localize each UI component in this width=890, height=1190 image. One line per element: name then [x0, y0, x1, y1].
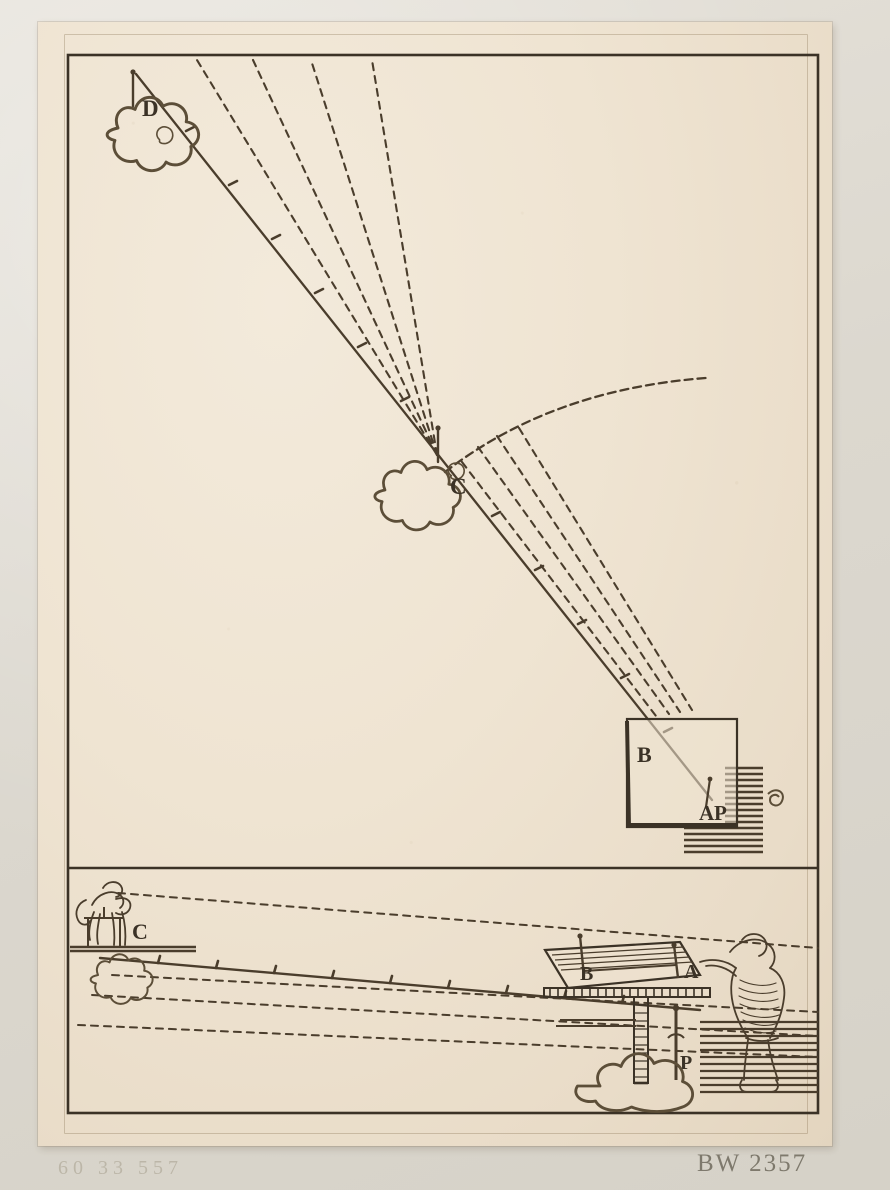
board-hatching-bottom [684, 826, 763, 854]
table-top-ruling [551, 946, 694, 971]
cloud-right-lower [574, 1052, 695, 1113]
sight-line-d-to-a [134, 72, 714, 802]
label-p-upper: P [714, 801, 727, 825]
pin-at-a-upper [704, 776, 713, 809]
station-point-d: D [105, 68, 201, 173]
table-uprights [577, 933, 680, 979]
pencil-inscription-left: 60 33 557 [58, 1157, 183, 1179]
pencil-inscription-right: BW 2357 [697, 1150, 808, 1177]
ground-strip-left [70, 945, 196, 953]
table-legs [633, 996, 649, 1085]
label-d-upper: D [142, 96, 159, 121]
board-left-edge [625, 720, 631, 828]
dashed-rays-lower [77, 892, 819, 1058]
label-b-lower: B [580, 963, 593, 985]
label-a-upper: A [699, 801, 715, 825]
table-apron [543, 987, 711, 998]
lower-panel: C [70, 881, 819, 1113]
label-c-upper: C [450, 474, 467, 499]
figure-right [699, 933, 786, 1093]
drafting-table-lower: B A P [543, 933, 711, 1085]
hook-curl-right [767, 789, 784, 807]
apron-dentils [549, 988, 703, 997]
label-p-lower: P [680, 1052, 692, 1074]
plumb-pin-p [667, 1004, 685, 1080]
dashed-rays-from-c [460, 426, 694, 718]
ground-hatching-center [556, 1019, 636, 1027]
dashed-rays-from-d [195, 58, 439, 457]
label-a-lower: A [684, 961, 699, 983]
engraved-border-frame [66, 53, 820, 1115]
station-c-lower: C [70, 881, 196, 1005]
label-c-lower: C [132, 919, 148, 944]
station-point-c-upper: C [373, 424, 467, 532]
sight-line-lower [98, 954, 702, 1012]
upper-panel: D C [105, 58, 784, 854]
drawing-board-upper: B A P [625, 717, 784, 854]
dashed-arc [443, 376, 708, 474]
ground-hatching-right [700, 1020, 818, 1094]
figure-left [75, 881, 132, 946]
label-b-upper: B [637, 742, 652, 767]
